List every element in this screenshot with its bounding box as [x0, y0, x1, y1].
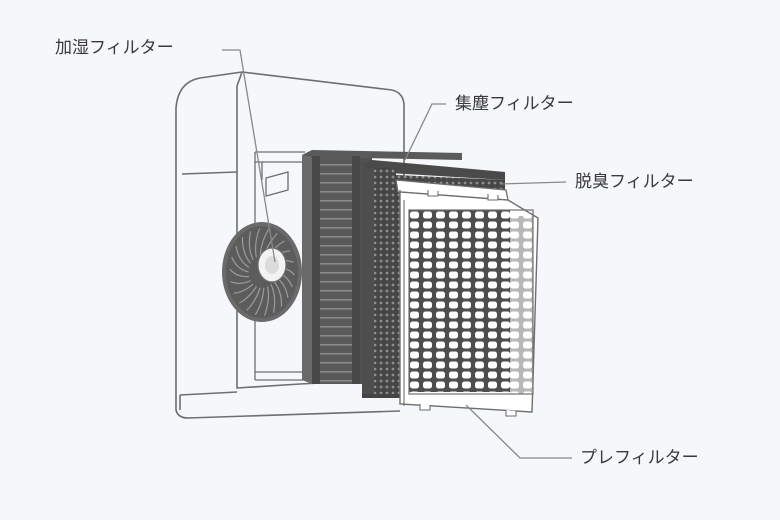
fan-blade: [239, 286, 257, 304]
label-pre-filter: プレフィルター: [580, 448, 699, 468]
fan-blade: [272, 280, 283, 307]
leader-prefilter: [465, 404, 572, 459]
inner-tab: [265, 171, 289, 197]
fan-blade: [248, 231, 254, 261]
fan-blade: [241, 237, 252, 264]
humidifier-filter-panel: [302, 150, 462, 384]
leader-lines: [222, 49, 572, 459]
leader-hepa: [404, 103, 446, 161]
fan-blade: [259, 228, 270, 257]
fan-blade: [230, 280, 251, 284]
fan-blade: [255, 228, 261, 258]
leader-deodorizing: [499, 181, 567, 185]
label-deodorizing-filter: 脱臭フィルター: [575, 172, 694, 192]
fan: [222, 222, 302, 322]
label-hepa-filter: 集塵フィルター: [455, 94, 574, 114]
fan-blade: [270, 283, 276, 313]
fan-blade: [254, 287, 265, 316]
pre-filter-panel: [395, 179, 539, 417]
leader-humidifier: [222, 49, 276, 263]
fan-blade: [235, 246, 250, 269]
fan-blade: [233, 283, 254, 294]
label-humidifier-filter: 加湿フィルター: [55, 38, 174, 58]
fan-blade: [263, 286, 269, 316]
fan-blade: [246, 287, 261, 311]
fan-blade: [231, 256, 249, 273]
fan-blade: [229, 268, 250, 278]
